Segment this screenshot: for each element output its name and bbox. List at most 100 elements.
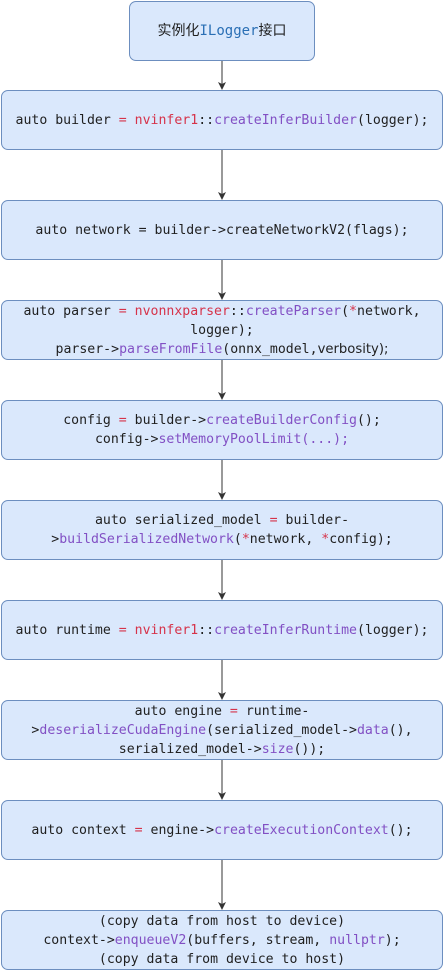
code-token: ()); bbox=[293, 741, 326, 757]
node-text-line: auto engine = runtime- bbox=[135, 702, 310, 721]
code-token: 接口 bbox=[258, 22, 287, 39]
code-token: logger); bbox=[190, 322, 254, 338]
step-instantiate-ilogger: 实例化ILogger接口 bbox=[129, 1, 315, 61]
code-token: runtime- bbox=[237, 703, 310, 719]
code-token bbox=[127, 304, 135, 319]
node-text-line: auto context = engine->createExecutionCo… bbox=[31, 821, 412, 840]
code-token bbox=[127, 113, 135, 128]
node-text-line: serialized_model->size()); bbox=[119, 740, 325, 759]
code-token: data bbox=[356, 722, 389, 738]
step-builder-config: config = builder->createBuilderConfig();… bbox=[1, 400, 443, 460]
step-deserialize-engine: auto engine = runtime->deserializeCudaEn… bbox=[1, 700, 443, 760]
code-token: ILogger bbox=[199, 22, 259, 39]
code-token: nvinfer1 bbox=[134, 622, 199, 638]
node-text-line: auto builder = nvinfer1::createInferBuil… bbox=[16, 111, 429, 130]
node-text-line: (copy data from device to host) bbox=[99, 950, 345, 969]
code-token: config); bbox=[329, 532, 393, 547]
code-token: (copy data from host to device) bbox=[98, 913, 346, 929]
code-token: builder-> bbox=[126, 413, 207, 428]
code-token: * bbox=[241, 532, 250, 547]
step-enqueue-inference: (copy data from host to device) context->… bbox=[1, 910, 443, 970]
step-create-builder: auto builder = nvinfer1::createInferBuil… bbox=[1, 90, 443, 150]
code-token: network, bbox=[249, 532, 322, 547]
code-token: parser-> bbox=[55, 341, 120, 357]
code-token: createInferBuilder bbox=[214, 112, 357, 128]
code-token: config-> bbox=[94, 432, 159, 447]
code-token: auto parser bbox=[23, 303, 119, 319]
code-token: verbosity); bbox=[317, 341, 389, 357]
code-token: = bbox=[118, 303, 127, 319]
code-token: network, bbox=[357, 303, 421, 319]
code-token: config bbox=[63, 413, 119, 428]
node-text-line: config->setMemoryPoolLimit(...); bbox=[95, 430, 349, 449]
code-token: auto serialized_model bbox=[94, 513, 270, 528]
code-token: ( bbox=[233, 532, 242, 547]
code-token: engine-> bbox=[142, 822, 215, 838]
code-token: :: bbox=[198, 622, 215, 638]
code-token: ); bbox=[384, 932, 401, 948]
code-token: > bbox=[51, 532, 60, 547]
code-token: (serialized_model-> bbox=[206, 722, 357, 738]
code-token: nvonnxparser bbox=[134, 303, 230, 319]
code-token: (logger); bbox=[357, 622, 429, 638]
code-token: (); bbox=[388, 822, 413, 838]
code-token: context-> bbox=[43, 932, 115, 948]
code-token: 实例化 bbox=[157, 22, 200, 39]
node-text-line: 实例化ILogger接口 bbox=[157, 22, 286, 41]
code-token: = bbox=[118, 112, 127, 128]
code-token: deserializeCudaEngine bbox=[39, 722, 207, 738]
code-token: = bbox=[229, 703, 238, 719]
step-create-network: auto network = builder->createNetworkV2(… bbox=[1, 200, 443, 260]
code-token: * bbox=[321, 532, 330, 547]
code-token: auto network = builder->createNetworkV2(… bbox=[35, 222, 409, 238]
code-token: setMemoryPoolLimit(...); bbox=[158, 432, 350, 447]
code-token: (buffers, stream, bbox=[186, 932, 330, 948]
code-token: size bbox=[261, 741, 294, 757]
code-token: enqueueV2 bbox=[114, 932, 187, 948]
node-text-line: (copy data from host to device) bbox=[99, 912, 345, 931]
code-token: (logger); bbox=[357, 112, 429, 128]
step-create-runtime: auto runtime = nvinfer1::createInferRunt… bbox=[1, 600, 443, 660]
code-token: createInferRuntime bbox=[214, 622, 357, 638]
node-text-line: >buildSerializedNetwork(*network, *confi… bbox=[51, 530, 392, 549]
code-token: ( bbox=[341, 303, 350, 319]
code-token bbox=[127, 623, 135, 638]
code-token: auto runtime bbox=[15, 622, 119, 638]
code-token: nullptr bbox=[329, 932, 385, 948]
code-token: nvinfer1 bbox=[134, 112, 199, 128]
code-token: auto engine bbox=[134, 703, 230, 719]
code-token: (copy data from device to host) bbox=[98, 951, 346, 967]
code-token: parseFromFile bbox=[119, 341, 223, 357]
node-text-line: logger); bbox=[190, 321, 254, 340]
node-text-line: config = builder->createBuilderConfig(); bbox=[63, 411, 381, 430]
code-token: (); bbox=[356, 413, 381, 428]
code-token: auto context bbox=[31, 822, 135, 838]
code-token: > bbox=[31, 722, 40, 738]
code-token: serialized_model-> bbox=[118, 741, 262, 757]
code-token: * bbox=[349, 303, 357, 319]
node-text-line: context->enqueueV2(buffers, stream, null… bbox=[43, 931, 400, 950]
code-token: createExecutionContext bbox=[214, 822, 389, 838]
node-text-line: auto parser = nvonnxparser::createParser… bbox=[23, 302, 420, 321]
code-token: buildSerializedNetwork bbox=[59, 532, 234, 547]
node-text-line: parser->parseFromFile(onnx_model,verbosi… bbox=[56, 340, 389, 359]
code-token: (), bbox=[388, 722, 413, 738]
step-serialize-network: auto serialized_model = builder- >buildSe… bbox=[1, 500, 443, 560]
node-text-line: auto runtime = nvinfer1::createInferRunt… bbox=[16, 621, 429, 640]
node-text-line: auto network = builder->createNetworkV2(… bbox=[35, 221, 408, 240]
step-create-parser: auto parser = nvonnxparser::createParser… bbox=[1, 300, 443, 360]
code-token: (onnx_model, bbox=[222, 341, 318, 357]
code-token: = bbox=[118, 622, 127, 638]
code-token: createParser bbox=[245, 303, 342, 319]
code-token: = bbox=[134, 822, 143, 838]
code-token: = bbox=[118, 413, 127, 428]
code-token: createBuilderConfig bbox=[206, 413, 357, 428]
code-token: auto builder bbox=[15, 112, 119, 128]
code-token: :: bbox=[198, 112, 215, 128]
code-token: = bbox=[269, 513, 278, 528]
code-token: builder- bbox=[277, 513, 350, 528]
code-token: :: bbox=[229, 303, 246, 319]
step-execution-context: auto context = engine->createExecutionCo… bbox=[1, 800, 443, 860]
node-text-line: >deserializeCudaEngine(serialized_model-… bbox=[31, 721, 412, 740]
